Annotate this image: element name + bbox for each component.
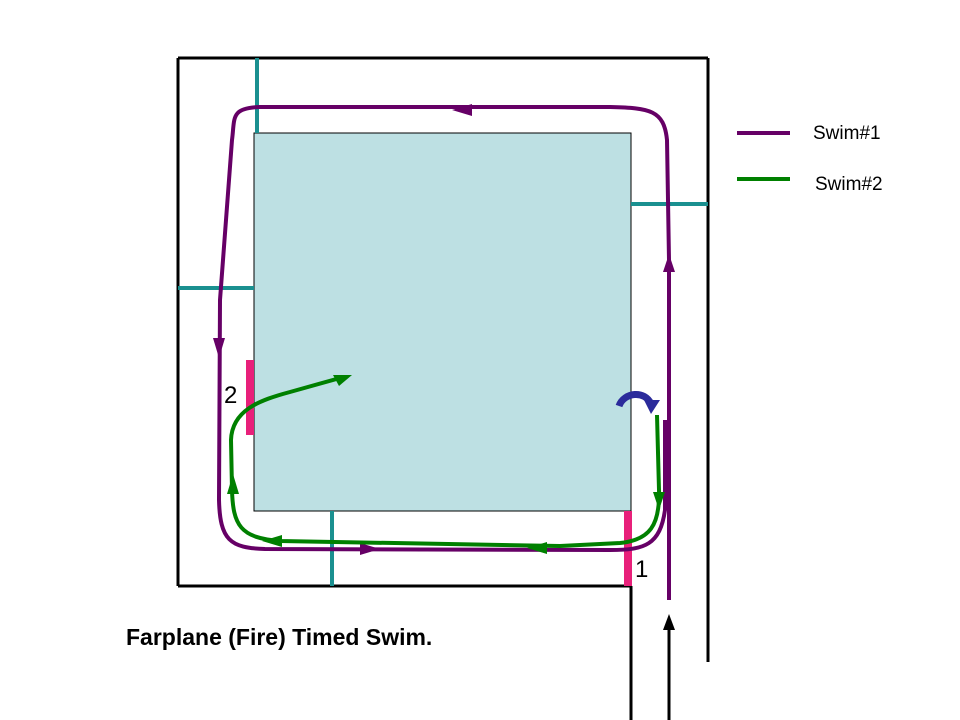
entry-arrow-icon bbox=[663, 614, 675, 720]
outer-walls bbox=[176, 56, 710, 720]
marker-2: 2 bbox=[224, 382, 237, 409]
legend-swim-2-label: Swim#2 bbox=[815, 174, 883, 195]
legend-swim-1-label: Swim#1 bbox=[813, 123, 881, 144]
swim-1-route bbox=[216, 105, 671, 600]
legend: Swim#1 Swim#2 bbox=[737, 123, 883, 195]
central-pool-block bbox=[253, 132, 632, 512]
gate-2 bbox=[246, 360, 254, 435]
marker-1: 1 bbox=[635, 556, 648, 583]
swim-1-direction-arrows bbox=[213, 104, 675, 555]
swim-2-direction-arrows bbox=[227, 375, 665, 554]
u-turn-arrow-icon bbox=[615, 391, 660, 414]
diagram-caption: Farplane (Fire) Timed Swim. bbox=[126, 624, 433, 650]
swim-2-route bbox=[228, 376, 662, 549]
